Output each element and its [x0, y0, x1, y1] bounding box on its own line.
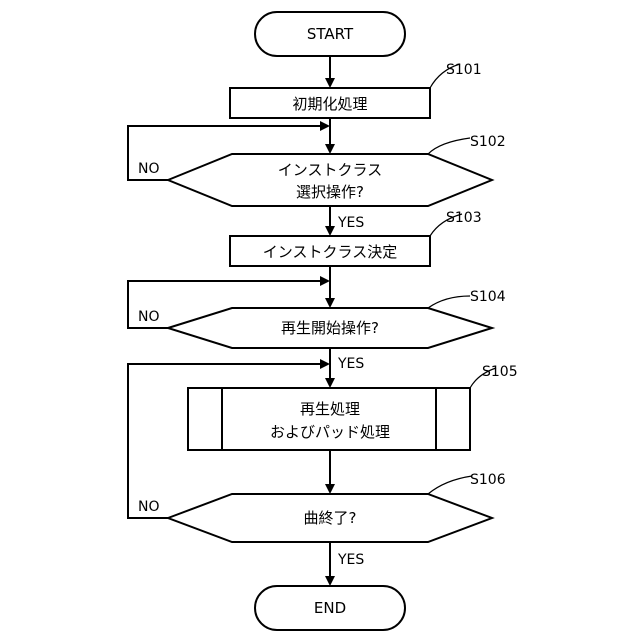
s102-yes-label: YES [337, 215, 364, 231]
s104-no-label: NO [138, 309, 160, 325]
end-label: END [314, 599, 346, 617]
s104-leader [428, 296, 470, 308]
s106-yes-label: YES [337, 552, 364, 568]
step-s106-decision: 曲終了? [168, 494, 492, 542]
s104-step-label: S104 [470, 289, 506, 305]
step-s104-decision: 再生開始操作? [168, 308, 492, 348]
start-terminal: START [255, 12, 405, 56]
start-label: START [307, 25, 354, 43]
step-s102-decision: インストクラス 選択操作? [168, 154, 492, 206]
step-s105-predefined-process: 再生処理 およびパッド処理 [188, 388, 470, 450]
s105-label-line2: およびパッド処理 [270, 423, 390, 441]
s104-label: 再生開始操作? [281, 319, 379, 337]
s103-step-label: S103 [446, 210, 482, 226]
step-s103-process: インストクラス決定 [230, 236, 430, 266]
s101-step-label: S101 [446, 62, 482, 78]
step-s101-process: 初期化処理 [230, 88, 430, 118]
s102-no-label: NO [138, 161, 160, 177]
s105-step-label: S105 [482, 364, 518, 380]
s101-label: 初期化処理 [292, 95, 367, 113]
s102-step-label: S102 [470, 134, 506, 150]
s102-label-line1: インストクラス [278, 161, 382, 179]
s106-no-label: NO [138, 499, 160, 515]
s106-leader [428, 476, 472, 494]
s102-leader [428, 138, 470, 154]
s106-step-label: S106 [470, 472, 506, 488]
s102-label-line2: 選択操作? [296, 183, 364, 201]
s106-label: 曲終了? [304, 509, 357, 527]
s105-label-line1: 再生処理 [300, 400, 360, 418]
s104-yes-label: YES [337, 356, 364, 372]
s103-label: インストクラス決定 [263, 243, 397, 261]
end-terminal: END [255, 586, 405, 630]
